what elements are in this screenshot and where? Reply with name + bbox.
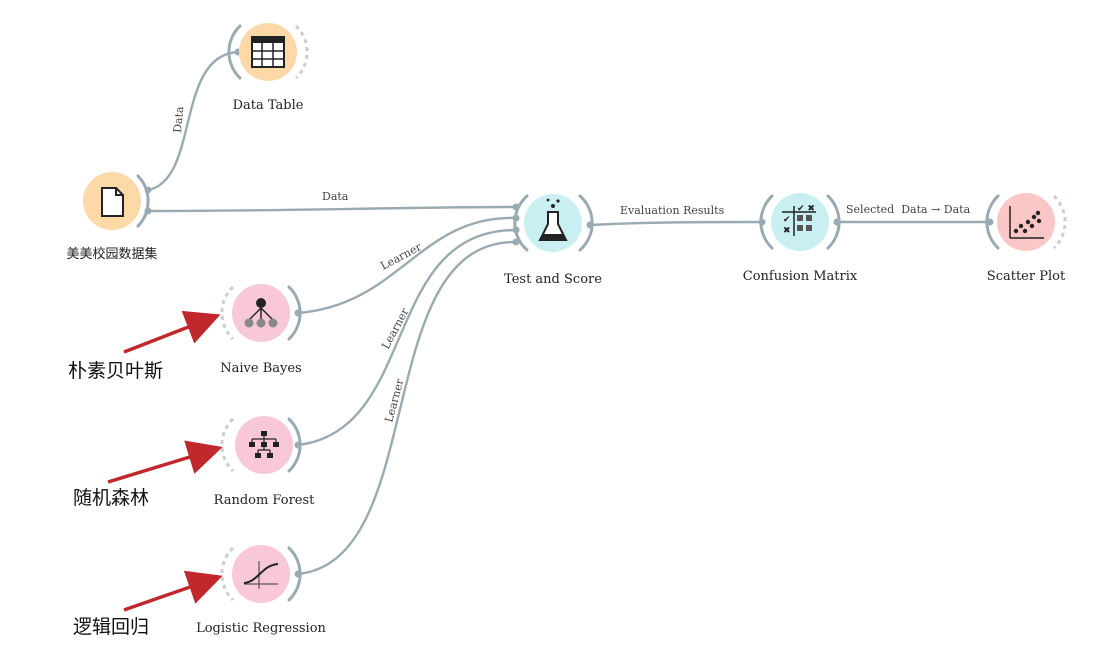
node-data-table[interactable]: Data Table (227, 23, 309, 113)
annotation-naive-bayes: 朴素贝叶斯 (68, 310, 221, 382)
confusion-matrix-icon: ✔ ✖ ✔ ✖ (782, 204, 816, 236)
random-forest-icon (249, 431, 279, 458)
node-logistic-regression[interactable]: Logistic Regression (196, 545, 327, 636)
logistic-curve-icon (243, 561, 279, 589)
file-icon (101, 187, 124, 217)
edge-label: Data (171, 105, 186, 133)
edge-dataset-testscore[interactable]: Data (147, 190, 517, 213)
edge-testscore-confusion[interactable]: Evaluation Results (589, 204, 763, 227)
node-label: 美美校园数据集 (66, 246, 157, 262)
node-naive-bayes[interactable]: Naive Bayes (220, 284, 302, 376)
edge-label: Selected Data → Data (846, 203, 971, 216)
edge-label: Evaluation Results (620, 204, 725, 217)
svg-text:✔: ✔ (783, 215, 791, 225)
annotation-label: 朴素贝叶斯 (68, 360, 163, 382)
annotation-label: 随机森林 (73, 487, 149, 509)
svg-text:✔ ✖: ✔ ✖ (797, 204, 815, 214)
node-label: Logistic Regression (196, 621, 326, 636)
scatter-plot-icon (1009, 206, 1044, 239)
annotation-label: 逻辑回归 (73, 616, 149, 638)
node-random-forest[interactable]: Random Forest (214, 416, 316, 508)
node-label: Scatter Plot (987, 269, 1066, 284)
node-scatter-plot[interactable]: Scatter Plot (985, 193, 1067, 284)
edge-naivebayes-testscore[interactable]: Learner (297, 216, 517, 315)
node-dataset[interactable]: 美美校园数据集 (66, 172, 158, 262)
annotation-logreg: 逻辑回归 (73, 570, 223, 638)
node-label: Test and Score (504, 272, 602, 287)
annotation-random-forest: 随机森林 (73, 440, 223, 509)
node-confusion-matrix[interactable]: ✔ ✖ ✔ ✖ Confusion Matrix (743, 193, 858, 284)
edge-label: Data (322, 190, 349, 203)
node-label: Naive Bayes (220, 361, 301, 376)
node-label: Confusion Matrix (743, 269, 858, 284)
edge-logreg-testscore[interactable]: Learner (297, 240, 517, 576)
edge-dataset-datatable[interactable]: Data (147, 50, 239, 192)
node-label: Random Forest (214, 493, 316, 508)
naive-bayes-icon (244, 298, 278, 328)
node-test-and-score[interactable]: Test and Score (504, 194, 602, 287)
flask-icon (538, 198, 568, 241)
node-label: Data Table (233, 98, 304, 113)
edge-confusion-scatter[interactable]: Selected Data → Data (837, 203, 990, 224)
table-icon (251, 36, 285, 68)
svg-text:✖: ✖ (783, 226, 791, 236)
